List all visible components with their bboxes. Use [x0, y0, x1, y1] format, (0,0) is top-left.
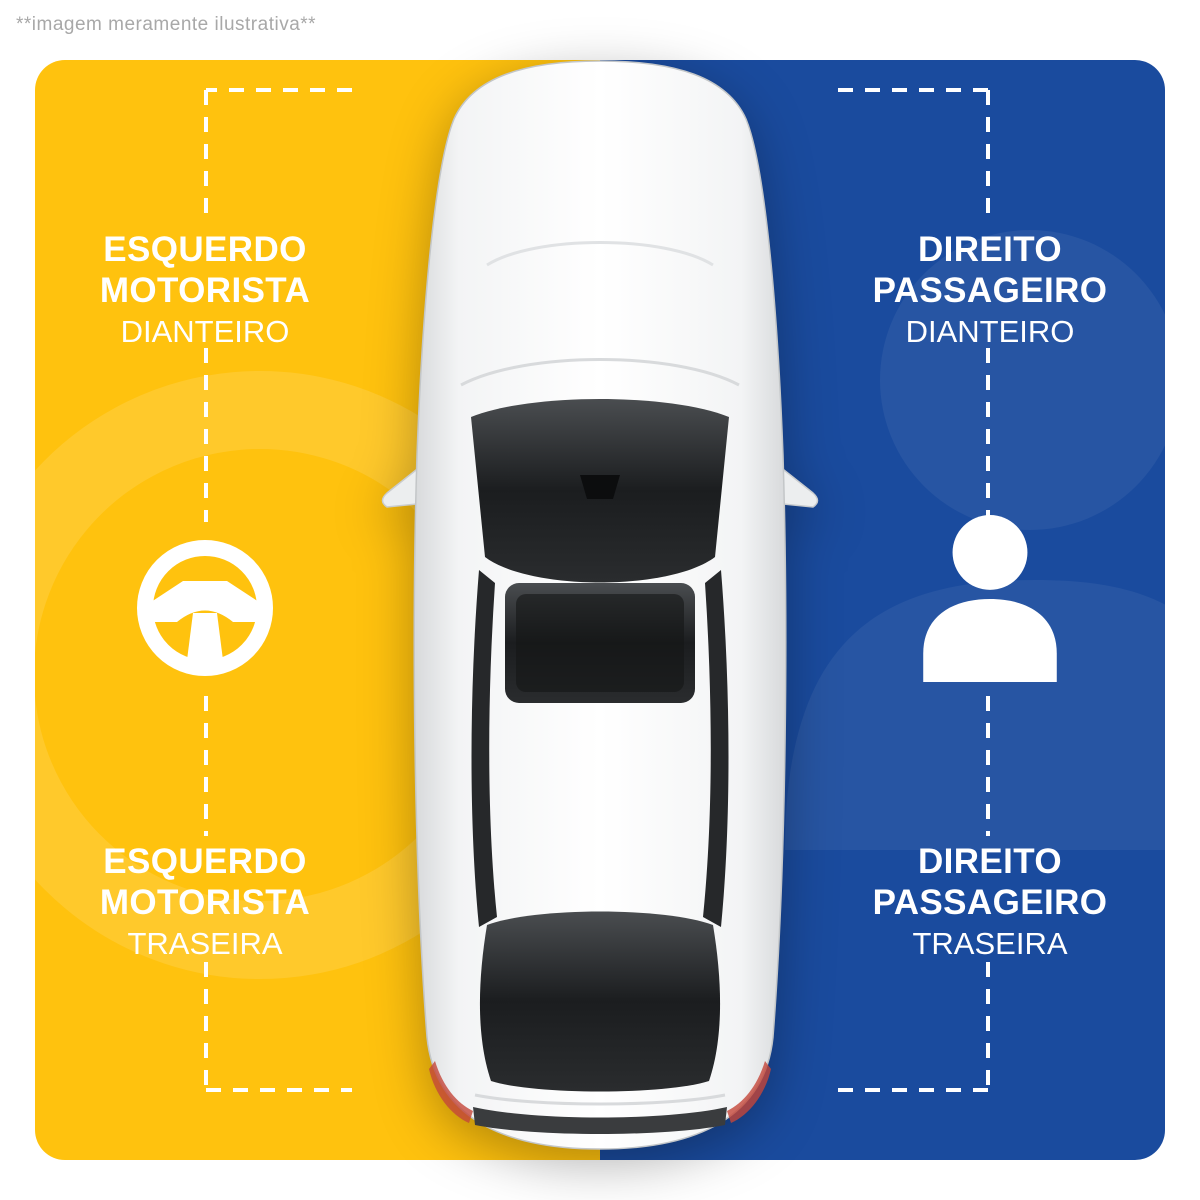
label-front-right: DIREITO PASSAGEIRO DIANTEIRO [840, 230, 1140, 353]
label-line: PASSAGEIRO [872, 270, 1108, 310]
label-line: TRASEIRA [127, 926, 283, 962]
passenger-panel-watermark [785, 230, 1165, 850]
label-line: TRASEIRA [912, 926, 1068, 962]
label-line: PASSAGEIRO [872, 882, 1108, 922]
label-line: ESQUERDO [103, 842, 307, 881]
steering-wheel-icon [123, 526, 287, 690]
label-line: DIREITO [917, 842, 1063, 881]
person-icon [908, 512, 1072, 684]
car-rear-bumper [473, 1107, 727, 1134]
disclaimer-text: **imagem meramente ilustrativa** [16, 14, 317, 35]
label-line: ESQUERDO [103, 230, 307, 269]
label-rear-left: ESQUERDO MOTORISTA TRASEIRA [55, 842, 355, 965]
label-line: DIREITO [917, 230, 1063, 269]
label-line: DIANTEIRO [120, 314, 290, 350]
label-line: MOTORISTA [99, 270, 311, 310]
label-line: DIANTEIRO [905, 314, 1075, 350]
car-top-view [381, 60, 819, 1150]
label-front-left: ESQUERDO MOTORISTA DIANTEIRO [55, 230, 355, 353]
label-line: MOTORISTA [99, 882, 311, 922]
car-rear-window [479, 911, 721, 1092]
label-rear-right: DIREITO PASSAGEIRO TRASEIRA [840, 842, 1140, 965]
